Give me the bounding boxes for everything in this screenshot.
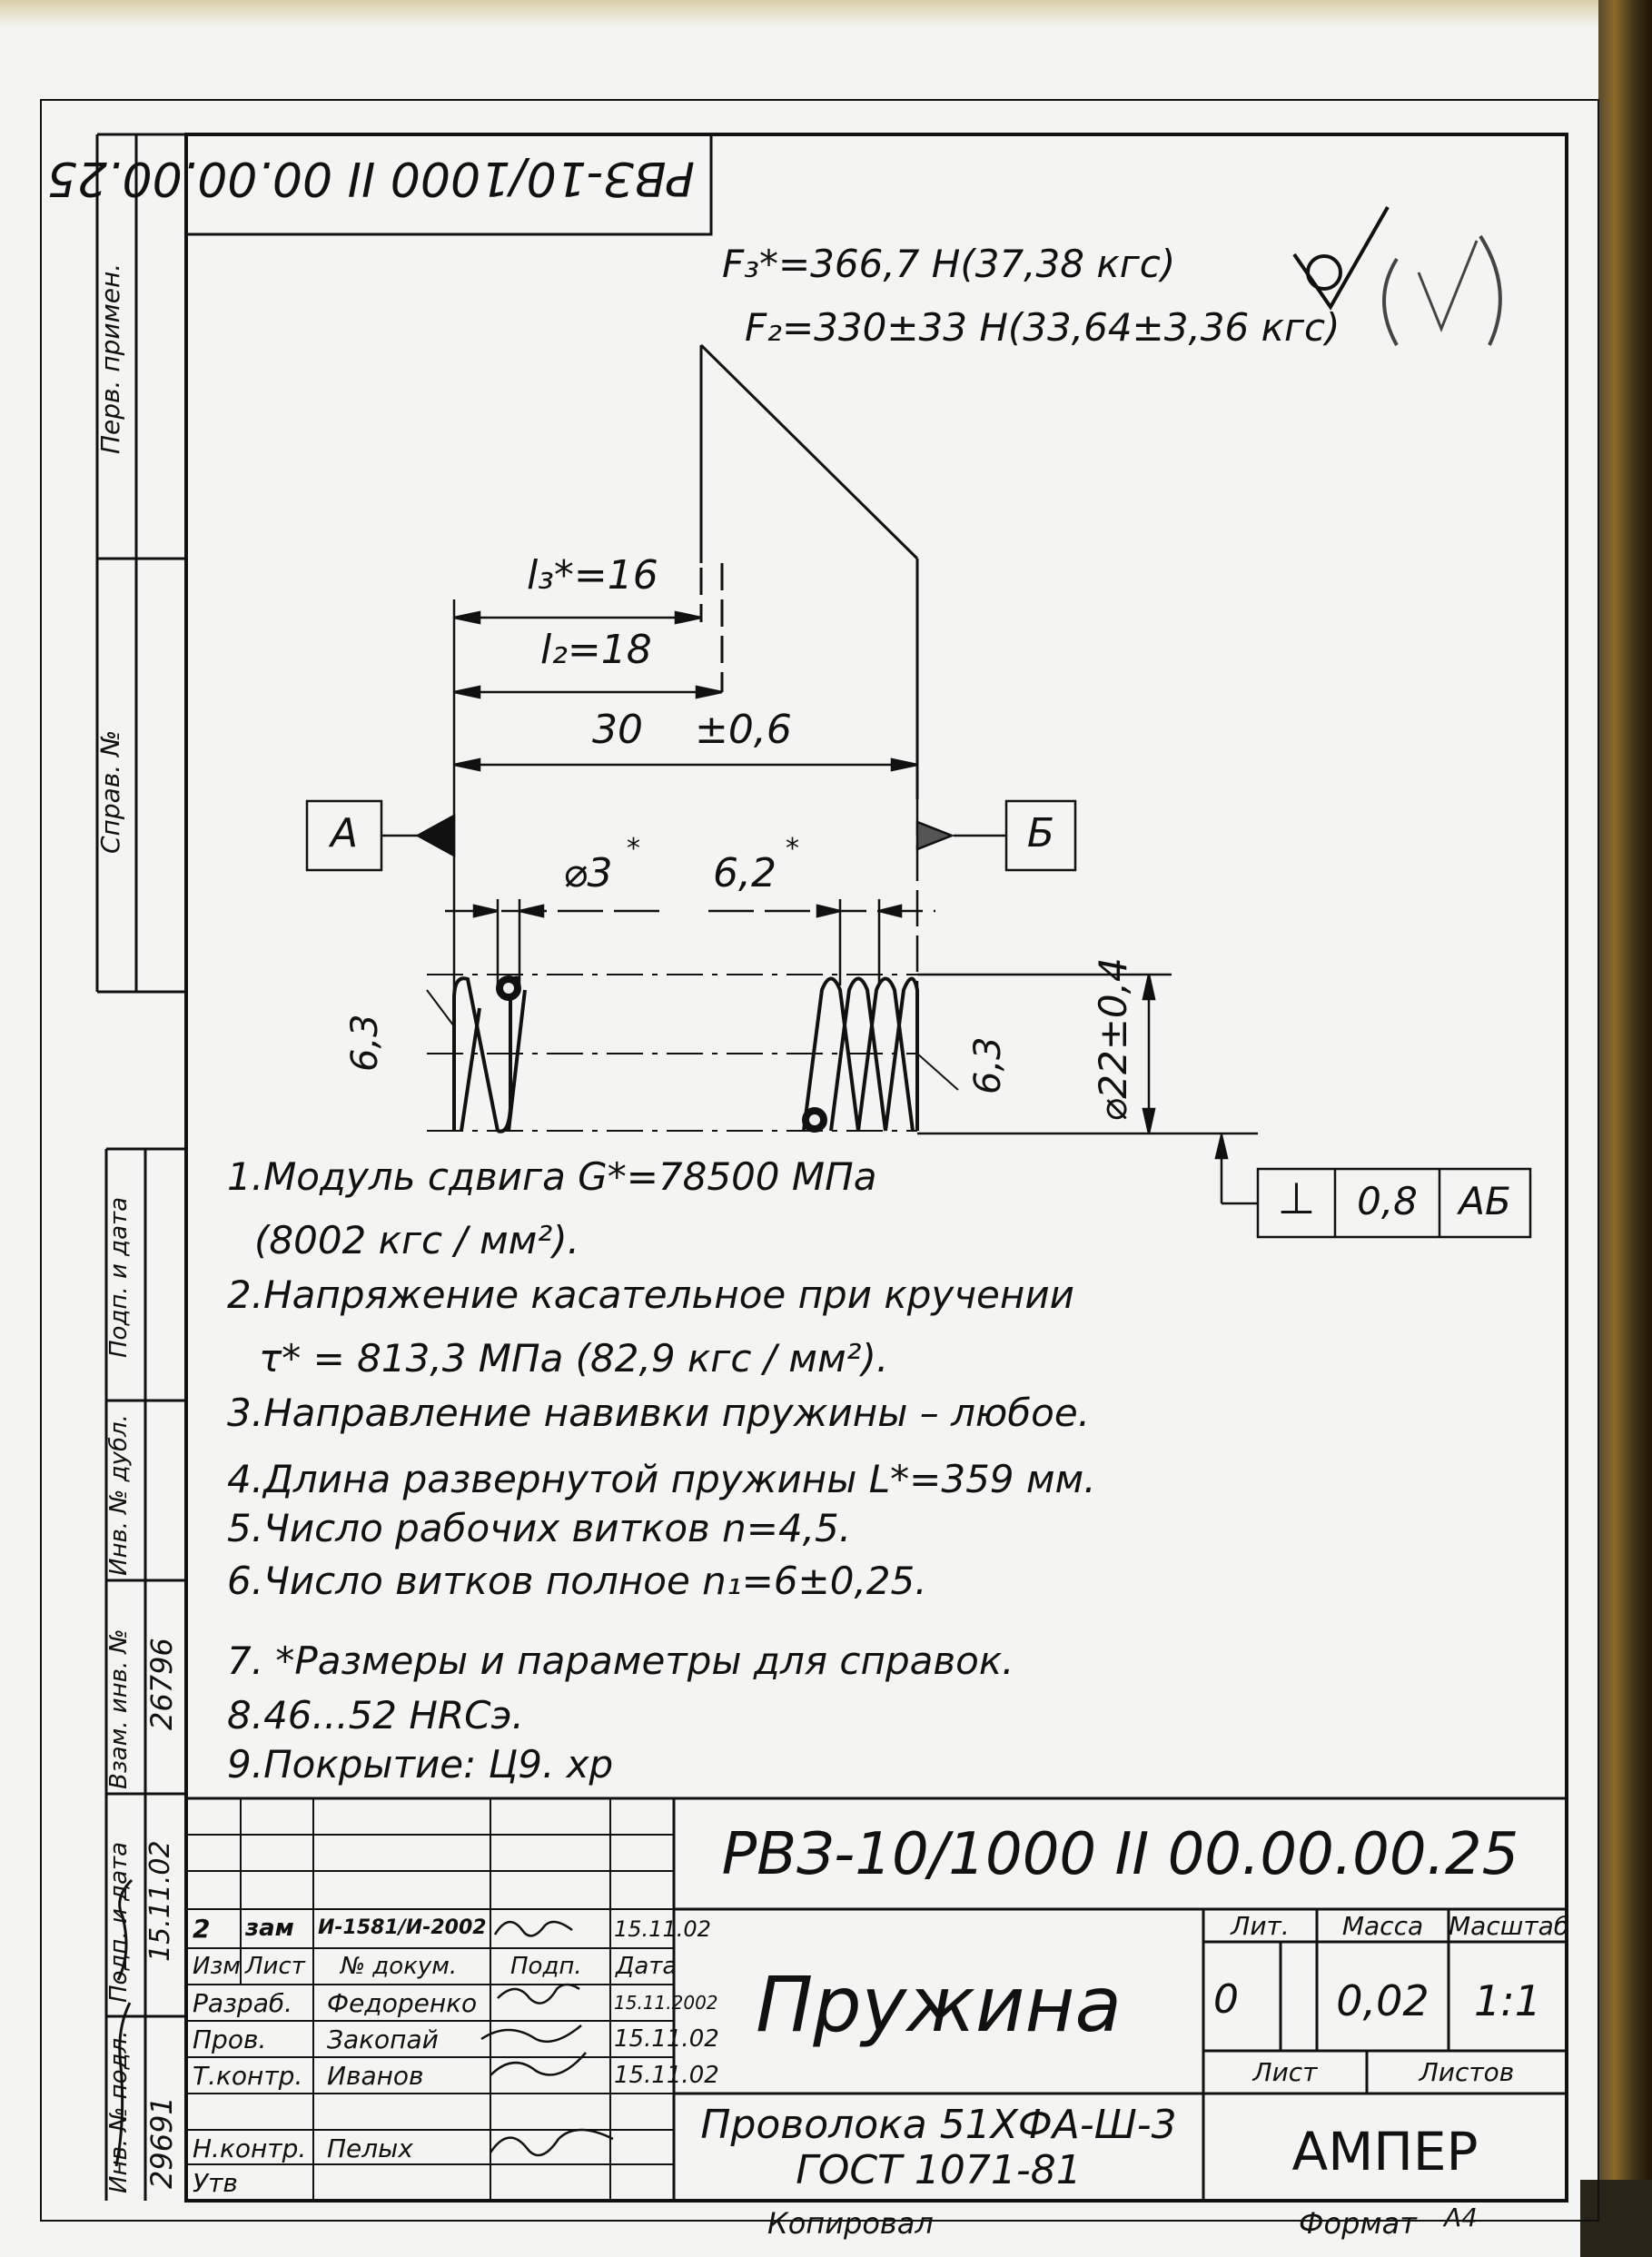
change-list: зам [245,1915,294,1942]
col-date: Дата [616,1953,678,1980]
date-tech-control: 15.11.02 [614,2062,719,2089]
outer-trim-line [40,99,1599,2222]
paper-top-edge [0,0,1598,27]
dim-pitch: 6,2 [713,850,777,896]
inv-podl-label: Инв. № подл. [105,2030,133,2193]
title-block-grid [186,1797,1567,2201]
dim-l2: l₂=18 [540,627,652,673]
tolerance-datum: АБ [1459,1179,1511,1223]
title-material-2: ГОСТ 1071-81 [796,2147,1082,2193]
inv-dubl-label: Инв. № дубл. [105,1414,133,1576]
col-sign: Подп. [510,1953,582,1980]
name-norm-control: Пелых [327,2133,413,2163]
vzam-inv-value: 26796 [144,1638,179,1730]
podp-data-value: 15.11.02 [144,1840,176,1962]
role-norm-control: Н.контр. [193,2133,307,2163]
role-checker: Пров. [193,2024,267,2054]
table-background [1598,0,1652,2257]
name-tech-control: Иванов [327,2061,424,2091]
force-f2: F₂=330±33 Н(33,64±3,36 кгс) [745,305,1340,350]
role-tech-control: Т.контр. [193,2061,303,2091]
note-8: 8.46...52 HRCэ. [227,1693,524,1737]
datum-b: Б [1026,810,1055,856]
note-2b: τ* = 813,3 МПа (82,9 кгс / мм²). [259,1336,889,1381]
title-doc-number: РВЗ-10/1000 II 00.00.00.25 [721,1821,1519,1888]
note-7: 7. *Размеры и параметры для справок. [227,1638,1014,1683]
podp-data-label-2: Подп. и дата [105,1841,133,2003]
dim-free-length-tol: ±0,6 [695,707,792,753]
name-developer: Федоренко [327,1988,478,2018]
note-3: 3.Направление навивки пружины – любое. [227,1391,1091,1435]
note-1: 1.Модуль сдвига G*=78500 МПа [227,1154,877,1199]
lit-value: 0 [1213,1976,1239,2023]
dimension-lines [381,599,1258,1205]
tolerance-value: 0,8 [1357,1179,1418,1223]
datum-a: А [330,810,359,856]
footer-format: Формат [1299,2206,1417,2241]
dim-pitch-star: * [786,833,799,865]
footer-copied: Копировал [767,2206,934,2241]
note-2: 2.Напряжение касательное при кручении [227,1272,1074,1317]
inv-podl-value: 29691 [144,2096,179,2189]
sheet-header: Лист [1252,2057,1318,2087]
dim-outer-diameter: ⌀22±0,4 [1091,957,1135,1122]
inner-frame [184,133,1568,2203]
roughness-right: 6,3 [967,1036,1009,1094]
dim-free-length: 30 [592,707,643,753]
dim-wire-diameter: ⌀3 [563,850,613,896]
col-doc: № докум. [341,1953,458,1980]
left-lower-columns [104,1147,186,2201]
roughness-left: 6,3 [344,1014,386,1072]
title-part-name: Пружина [756,1960,1122,2049]
title-material-1: Проволока 51ХФА-Ш-3 [700,2102,1177,2148]
sprav-no-label: Справ. № [95,729,125,854]
role-approve: Утв [193,2168,238,2198]
footer-format-value: А4 [1444,2203,1478,2232]
vzam-inv-label: Взам. инв. № [105,1628,133,1789]
top-stamp-number: РВЗ-10/1000 II 00.00.00.25 [46,151,695,205]
name-checker: Закопай [327,2024,439,2054]
note-6: 6.Число витков полное n₁=6±0,25. [227,1559,927,1603]
change-date: 15.11.02 [614,1916,711,1942]
table-corner [1580,2180,1652,2257]
signatures [114,1878,614,2167]
col-izm: Изм [193,1953,241,1980]
perpendicularity-symbol: ⊥ [1277,1173,1316,1224]
title-organization: АМПЕР [1291,2121,1479,2183]
change-doc: И-1581/И-2002 [318,1916,487,1939]
dim-l3: l₃*=16 [527,552,658,599]
podp-data-label-1: Подп. и дата [105,1196,133,1358]
mass-header: Масса [1341,1911,1424,1941]
spring-body [426,974,959,1133]
roughness-symbol [1292,206,1502,346]
dim-wire-star: * [627,833,640,865]
note-5: 5.Число рабочих витков n=4,5. [227,1506,852,1550]
role-developer: Разраб. [193,1988,293,2018]
change-izm: 2 [193,1914,211,1944]
perv-primen-label: Перв. примен. [95,262,125,454]
date-developer: 15.11.2002 [614,1992,718,2014]
datum-boxes [305,799,1532,1239]
scale-header: Масштаб [1449,1911,1570,1941]
note-1b: (8002 кгс / мм²). [254,1218,579,1262]
col-list: Лист [245,1953,305,1980]
note-4: 4.Длина развернутой пружины L*=359 мм. [227,1457,1096,1501]
sheets-header: Листов [1419,2057,1515,2087]
force-f3: F₃*=366,7 Н(37,38 кгс) [722,242,1176,286]
top-stamp-box [184,133,713,236]
left-upper-columns [95,133,186,994]
date-checker: 15.11.02 [614,2025,719,2053]
note-9: 9.Покрытие: Ц9. хр [227,1742,614,1787]
lit-header: Лит. [1231,1911,1290,1941]
force-diagram [699,343,919,799]
mass-value: 0,02 [1336,1976,1429,2025]
scale-value: 1:1 [1473,1976,1542,2025]
